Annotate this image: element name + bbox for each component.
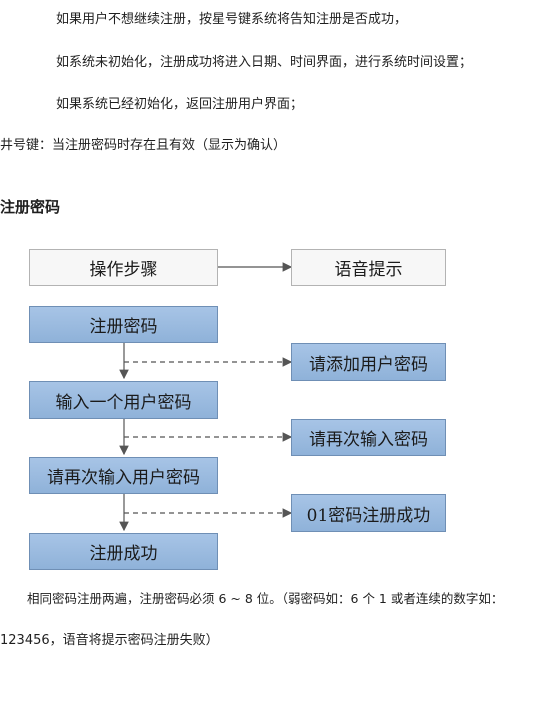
- step-box: 输入一个用户密码: [29, 381, 218, 419]
- step-box: 请再次输入用户密码: [29, 457, 218, 494]
- voice-prompt-box: 请再次输入密码: [291, 419, 446, 456]
- header-step-box: 操作步骤: [29, 249, 218, 286]
- flow-connectors: [119, 262, 293, 532]
- step-box: 注册成功: [29, 533, 218, 570]
- step-box: 注册密码: [29, 306, 218, 343]
- section-heading: 注册密码: [0, 198, 61, 216]
- registration-flow-diagram: 操作步骤 语音提示 注册密码 输入一个用户密码 请再次输入用户密码 注册成功 请…: [0, 240, 554, 580]
- note-line: 相同密码注册两遍，注册密码必须 6 ~ 8 位。（弱密码如：6 个 1 或者连续…: [27, 591, 504, 606]
- paragraph-line: 如果用户不想继续注册，按星号键系统将告知注册是否成功，: [56, 12, 408, 27]
- paragraph-line: 如系统未初始化，注册成功将进入日期、时间界面，进行系统时间设置；: [56, 55, 473, 70]
- header-prompt-box: 语音提示: [291, 249, 446, 286]
- paragraph-line: 如果系统已经初始化，返回注册用户界面；: [56, 97, 304, 112]
- voice-prompt-box: 01密码注册成功: [291, 494, 446, 532]
- paragraph-line: 井号键：当注册密码时存在且有效（显示为确认）: [0, 138, 287, 153]
- note-line: 123456，语音将提示密码注册失败）: [0, 633, 219, 648]
- voice-prompt-box: 请添加用户密码: [291, 343, 446, 381]
